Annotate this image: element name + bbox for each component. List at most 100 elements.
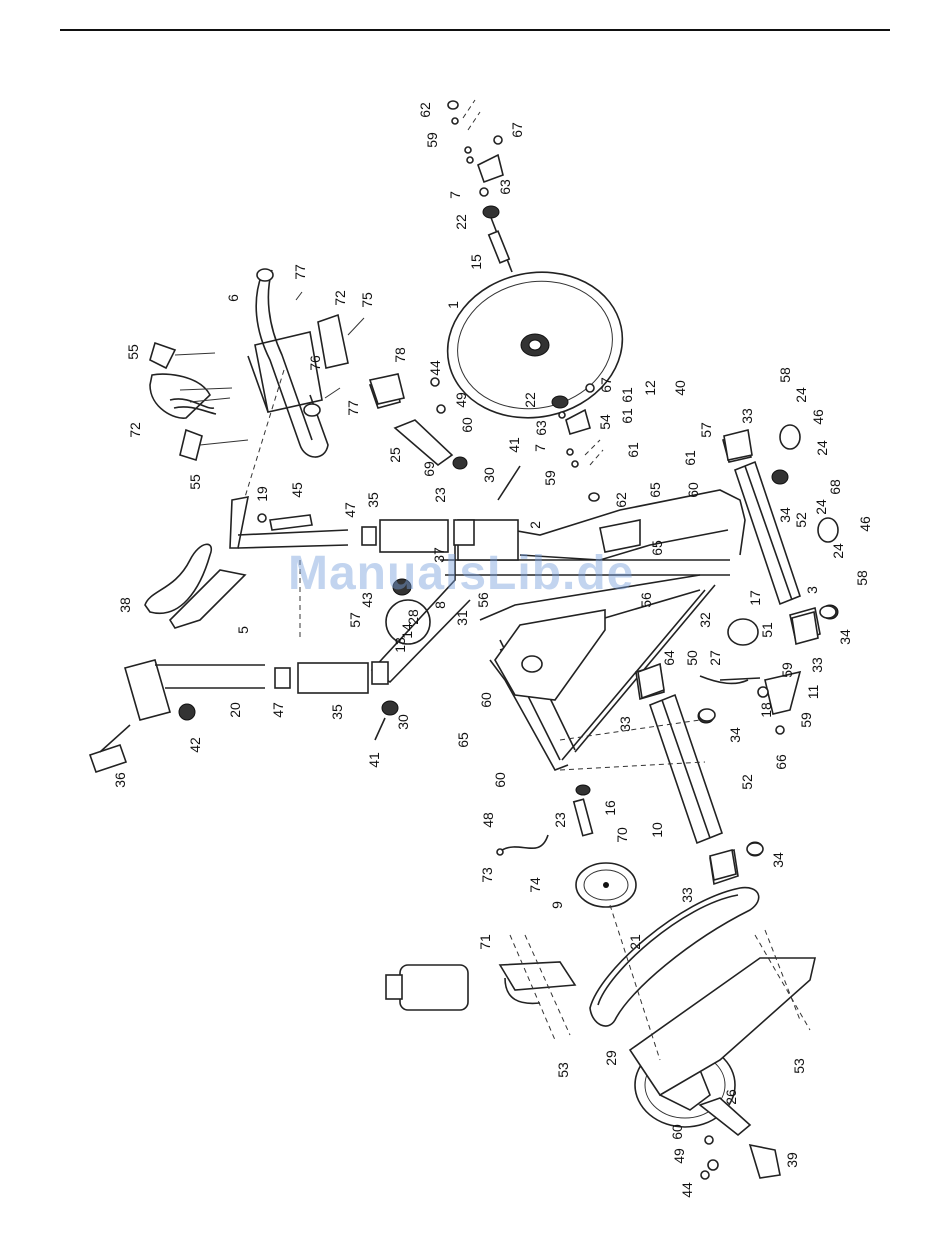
part-callout-59: 59 bbox=[798, 712, 814, 728]
handlebar-grips bbox=[149, 291, 365, 462]
lower-flywheel-hardware bbox=[551, 383, 604, 502]
part-callout-23: 23 bbox=[432, 487, 448, 503]
part-callout-28: 28 bbox=[405, 609, 421, 625]
part-callout-49: 49 bbox=[671, 1148, 687, 1164]
watermark-text: ManualsLib.de bbox=[288, 547, 635, 600]
part-callout-52: 52 bbox=[793, 512, 809, 528]
part-callout-24: 24 bbox=[793, 387, 809, 403]
part-callout-61: 61 bbox=[619, 408, 635, 424]
part-callout-71: 71 bbox=[477, 934, 493, 950]
part-callout-67: 67 bbox=[598, 377, 614, 393]
part-callout-8: 8 bbox=[432, 601, 448, 609]
part-callout-53: 53 bbox=[791, 1058, 807, 1074]
inner-cover-part bbox=[489, 609, 606, 771]
part-callout-44: 44 bbox=[679, 1182, 695, 1198]
part-callout-3: 3 bbox=[804, 586, 820, 594]
part-callout-59: 59 bbox=[424, 132, 440, 148]
part-callout-57: 57 bbox=[347, 612, 363, 628]
part-callout-65: 65 bbox=[647, 482, 663, 498]
part-callout-23: 23 bbox=[552, 812, 568, 828]
part-callout-46: 46 bbox=[857, 516, 873, 532]
part-callout-24: 24 bbox=[813, 499, 829, 515]
part-callout-63: 63 bbox=[497, 179, 513, 195]
part-callout-30: 30 bbox=[481, 467, 497, 483]
part-callout-58: 58 bbox=[777, 367, 793, 383]
part-callout-47: 47 bbox=[270, 702, 286, 718]
part-callout-75: 75 bbox=[359, 292, 375, 308]
part-callout-21: 21 bbox=[627, 934, 643, 950]
part-callout-45: 45 bbox=[289, 482, 305, 498]
part-callout-19: 19 bbox=[254, 486, 270, 502]
part-callout-67: 67 bbox=[509, 122, 525, 138]
part-callout-65: 65 bbox=[649, 540, 665, 556]
flywheel-part bbox=[446, 271, 624, 419]
part-callout-62: 62 bbox=[613, 492, 629, 508]
part-callout-68: 68 bbox=[827, 479, 843, 495]
part-callout-54: 54 bbox=[597, 414, 613, 430]
part-callout-13: 13 bbox=[392, 637, 408, 653]
seat-assembly bbox=[88, 543, 389, 774]
part-callout-55: 55 bbox=[187, 474, 203, 490]
part-callout-22: 22 bbox=[453, 214, 469, 230]
part-callout-33: 33 bbox=[739, 408, 755, 424]
part-callout-12: 12 bbox=[642, 380, 658, 396]
sensor-cable-part bbox=[496, 834, 549, 856]
part-callout-22: 22 bbox=[522, 392, 538, 408]
handlebar-part bbox=[244, 268, 329, 498]
tension-system-parts bbox=[699, 618, 802, 735]
part-callout-34: 34 bbox=[727, 727, 743, 743]
part-callout-77: 77 bbox=[292, 264, 308, 280]
part-callout-76: 76 bbox=[307, 355, 323, 371]
part-callout-70: 70 bbox=[614, 827, 630, 843]
part-callout-72: 72 bbox=[127, 422, 143, 438]
water-bottle-holder bbox=[385, 934, 577, 1041]
part-callout-1: 1 bbox=[445, 301, 461, 309]
part-callout-41: 41 bbox=[506, 437, 522, 453]
part-callout-58: 58 bbox=[854, 570, 870, 586]
part-callout-61: 61 bbox=[625, 442, 641, 458]
part-callout-34: 34 bbox=[837, 629, 853, 645]
part-callout-48: 48 bbox=[480, 812, 496, 828]
part-callout-39: 39 bbox=[784, 1152, 800, 1168]
part-callout-60: 60 bbox=[685, 482, 701, 498]
part-callout-32: 32 bbox=[697, 612, 713, 628]
part-callout-69: 69 bbox=[421, 461, 437, 477]
part-callout-56: 56 bbox=[638, 592, 654, 608]
drive-pulley-part bbox=[572, 784, 661, 1061]
part-callout-18: 18 bbox=[758, 702, 774, 718]
handlebar-post-assembly bbox=[229, 495, 475, 553]
part-callout-34: 34 bbox=[777, 507, 793, 523]
part-callout-2: 2 bbox=[527, 521, 543, 529]
part-callout-61: 61 bbox=[619, 387, 635, 403]
part-callout-41: 41 bbox=[366, 752, 382, 768]
part-callout-15: 15 bbox=[468, 254, 484, 270]
part-callout-20: 20 bbox=[227, 702, 243, 718]
part-callout-16: 16 bbox=[602, 800, 618, 816]
part-callout-60: 60 bbox=[492, 772, 508, 788]
part-callout-34: 34 bbox=[770, 852, 786, 868]
part-callout-60: 60 bbox=[478, 692, 494, 708]
part-callout-66: 66 bbox=[773, 754, 789, 770]
part-callout-62: 62 bbox=[417, 102, 433, 118]
part-callout-10: 10 bbox=[649, 822, 665, 838]
part-callout-77: 77 bbox=[345, 400, 361, 416]
part-callout-14: 14 bbox=[399, 623, 415, 639]
part-callout-6: 6 bbox=[225, 294, 241, 302]
part-callout-24: 24 bbox=[830, 543, 846, 559]
part-callout-29: 29 bbox=[603, 1050, 619, 1066]
part-callout-61: 61 bbox=[682, 450, 698, 466]
part-callout-33: 33 bbox=[809, 657, 825, 673]
part-callout-59: 59 bbox=[779, 662, 795, 678]
part-callout-26: 26 bbox=[723, 1089, 739, 1105]
part-callout-11: 11 bbox=[805, 685, 821, 700]
part-callout-65: 65 bbox=[455, 732, 471, 748]
part-callout-35: 35 bbox=[365, 492, 381, 508]
part-callout-56: 56 bbox=[475, 592, 491, 608]
part-callout-60: 60 bbox=[669, 1124, 685, 1140]
part-callout-47: 47 bbox=[342, 502, 358, 518]
part-callout-63: 63 bbox=[533, 420, 549, 436]
part-callout-51: 51 bbox=[759, 622, 775, 638]
part-callout-43: 43 bbox=[359, 592, 375, 608]
